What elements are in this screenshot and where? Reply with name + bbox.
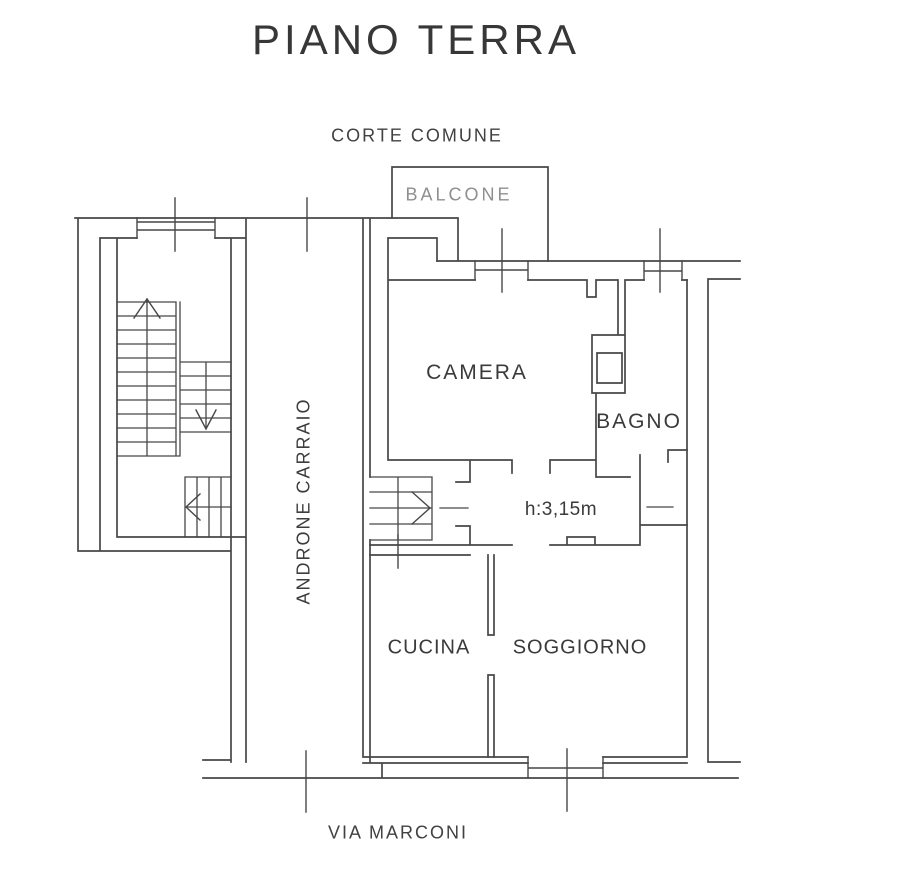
label-cucina: CUCINA bbox=[387, 636, 471, 659]
stair-direction-arrows bbox=[133, 297, 432, 525]
right-arrow-icon bbox=[411, 491, 432, 525]
label-camera: CAMERA bbox=[426, 361, 528, 384]
label-balcone: BALCONE bbox=[405, 184, 513, 205]
door-threshold-lines bbox=[439, 506, 674, 509]
label-corte-comune: CORTE COMUNE bbox=[331, 125, 503, 146]
label-androne-carraio: ANDRONE CARRAIO bbox=[293, 397, 314, 605]
interior-walls bbox=[369, 237, 688, 758]
balcony-outline bbox=[391, 166, 549, 262]
window-symbols bbox=[136, 217, 683, 779]
left-arrow-icon bbox=[184, 493, 201, 521]
down-arrow-icon bbox=[195, 409, 217, 431]
up-arrow-icon bbox=[133, 297, 161, 319]
label-soggiorno: SOGGIORNO bbox=[512, 636, 648, 659]
outer-walls bbox=[74, 217, 741, 779]
staircase-treads bbox=[116, 298, 433, 541]
ceiling-height-note: h:3,15m bbox=[524, 499, 598, 520]
page-title: PIANO TERRA bbox=[252, 16, 580, 63]
label-bagno: BAGNO bbox=[596, 410, 682, 433]
section-tick-marks bbox=[174, 197, 661, 813]
label-via-marconi: VIA MARCONI bbox=[327, 822, 469, 843]
